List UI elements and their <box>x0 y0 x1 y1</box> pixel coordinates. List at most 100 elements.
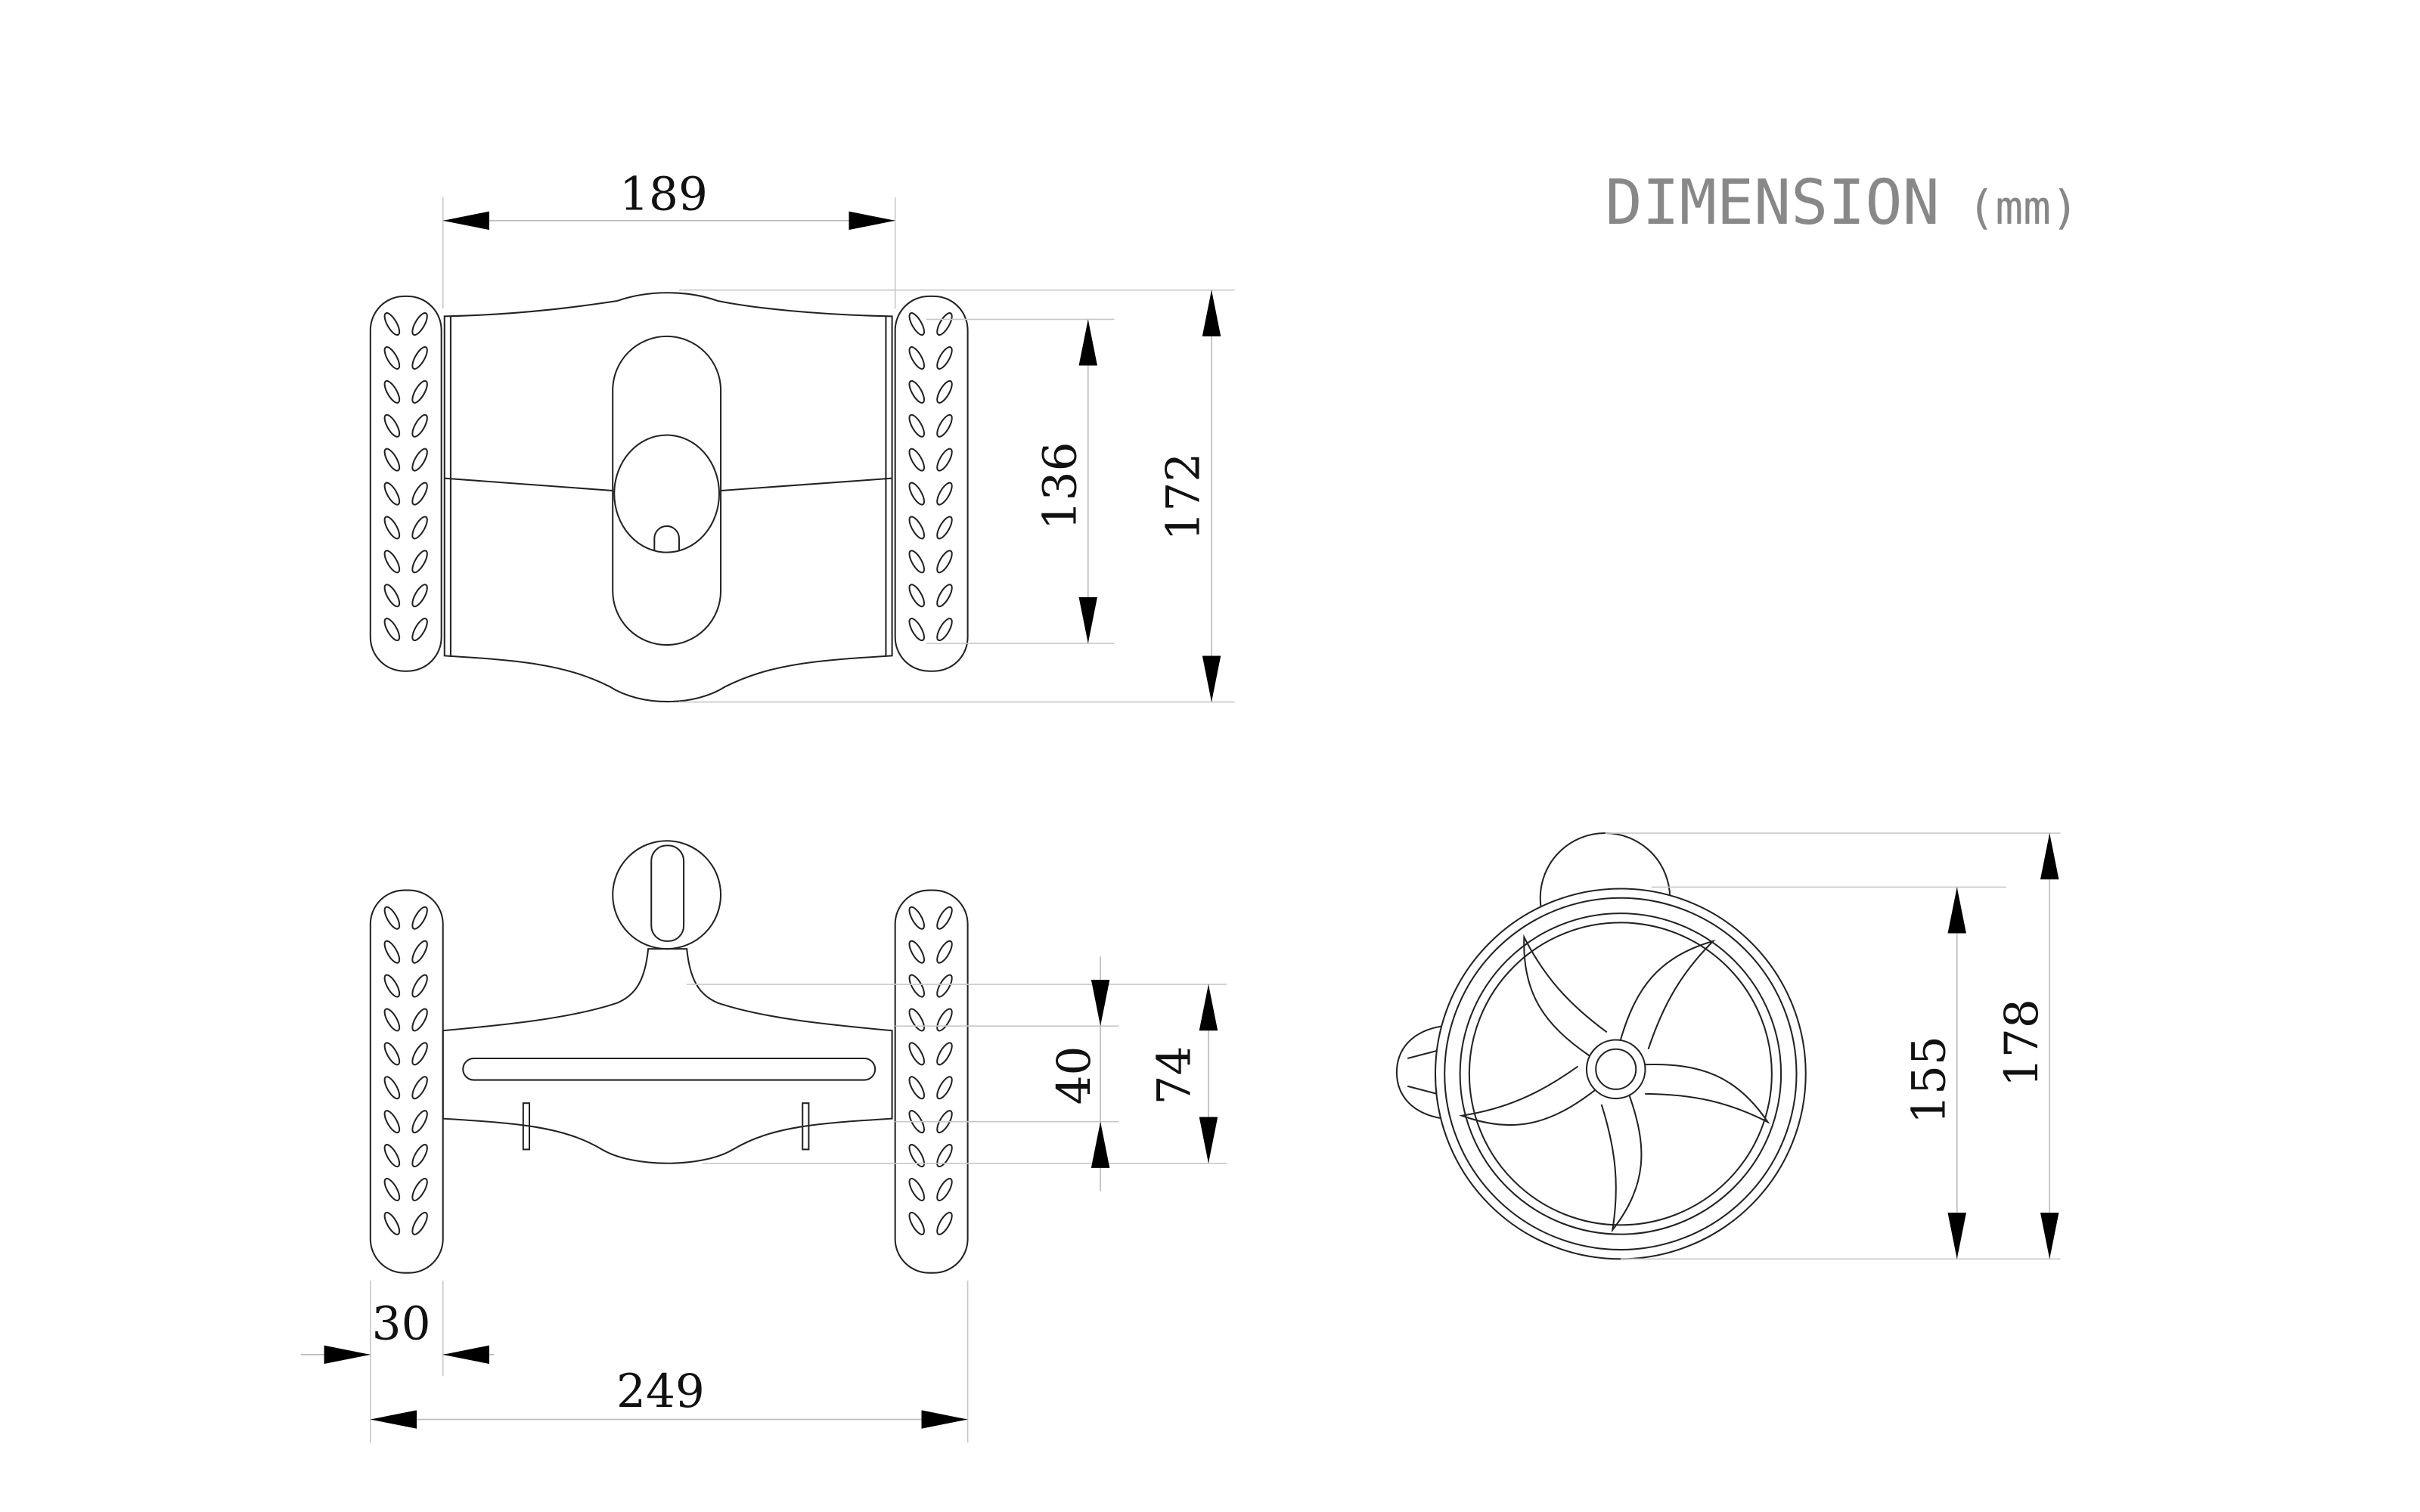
tread-mark <box>383 414 401 438</box>
tread-mark <box>908 1076 925 1100</box>
tread-mark <box>908 940 925 964</box>
tread-mark <box>383 345 401 370</box>
tread-mark <box>411 414 428 438</box>
top-notch <box>653 525 680 551</box>
spoke <box>1600 1095 1643 1233</box>
tread-mark <box>383 1211 401 1235</box>
tread-mark <box>383 906 401 930</box>
left-wheel <box>369 889 444 1274</box>
tread-mark <box>936 482 953 506</box>
tread-mark <box>908 448 925 472</box>
tread-mark <box>383 1042 401 1066</box>
tread-mark <box>908 1211 925 1235</box>
tread-mark <box>383 448 401 472</box>
tread-mark <box>383 550 401 574</box>
spoke <box>1523 934 1608 1057</box>
tread-mark <box>936 1144 953 1168</box>
tread-mark <box>908 584 925 608</box>
tread-mark <box>411 940 428 964</box>
tread-mark <box>908 1042 925 1066</box>
tread-mark <box>383 940 401 964</box>
tread-mark <box>383 516 401 540</box>
tread-mark <box>936 1177 953 1201</box>
side-view: 155 178 <box>1395 832 2061 1260</box>
tread-mark <box>383 312 401 336</box>
tread-mark <box>936 618 953 642</box>
tread-mark <box>908 618 925 642</box>
peg <box>802 1102 810 1151</box>
wheel-spokes <box>1459 934 1770 1233</box>
spoke <box>1459 1065 1596 1126</box>
hub <box>1585 1039 1646 1100</box>
tread-mark <box>936 940 953 964</box>
tread-mark <box>411 550 428 574</box>
tread-mark <box>936 1076 953 1100</box>
tread-mark <box>936 974 953 998</box>
top-slot <box>612 335 722 646</box>
wheel-outer <box>1434 888 1807 1260</box>
tire-tread <box>383 312 953 642</box>
tread-mark <box>411 974 428 998</box>
tread-mark <box>383 482 401 506</box>
tread-mark <box>908 482 925 506</box>
tread-mark <box>936 312 953 336</box>
tread-mark <box>908 1008 925 1032</box>
dim-total-width: 249 <box>616 1365 705 1418</box>
top-dome <box>613 434 721 553</box>
left-wheel <box>369 295 442 672</box>
dim-top-inner-height: 136 <box>1033 442 1087 530</box>
tread-mark <box>936 345 953 370</box>
title: DIMENSION(mm) <box>1605 167 2078 239</box>
tread-mark <box>908 380 925 404</box>
tread-mark <box>411 1211 428 1235</box>
tread-mark <box>383 1008 401 1032</box>
tread-mark <box>908 1144 925 1168</box>
dim-side-total-height: 178 <box>1995 999 2049 1087</box>
tread-mark <box>908 550 925 574</box>
body-outline <box>442 948 893 1164</box>
tread-mark <box>411 312 428 336</box>
dim-side-wheel-diameter: 155 <box>1902 1036 1956 1124</box>
tread-mark <box>908 974 925 998</box>
tread-mark <box>936 414 953 438</box>
tread-mark <box>908 1177 925 1201</box>
tread-mark <box>383 1076 401 1100</box>
tread-mark <box>411 448 428 472</box>
tread-mark <box>411 380 428 404</box>
tread-mark <box>411 482 428 506</box>
tread-mark <box>908 345 925 370</box>
tread-mark <box>908 312 925 336</box>
tread-mark <box>936 550 953 574</box>
tread-mark <box>383 974 401 998</box>
front-view: 40 74 30 249 <box>300 840 1227 1443</box>
tread-mark <box>411 906 428 930</box>
head <box>612 840 722 950</box>
tread-mark <box>411 1076 428 1100</box>
tread-mark <box>936 380 953 404</box>
dim-front-total-height: 74 <box>1147 1046 1201 1105</box>
tread-mark <box>936 516 953 540</box>
tread-mark <box>908 516 925 540</box>
body-slot <box>462 1057 876 1081</box>
tread-mark <box>936 1211 953 1235</box>
tread-mark <box>411 618 428 642</box>
head-slot <box>650 844 685 942</box>
tread-mark <box>411 1008 428 1032</box>
tread-mark <box>936 448 953 472</box>
tread-mark <box>383 1144 401 1168</box>
peg <box>522 1102 531 1151</box>
tread-mark <box>908 906 925 930</box>
dim-wheel-width: 30 <box>372 1297 431 1350</box>
tread-mark <box>411 516 428 540</box>
right-wheel <box>894 889 969 1274</box>
tread-mark <box>383 618 401 642</box>
tread-mark <box>908 414 925 438</box>
dim-top-total-height: 172 <box>1157 453 1211 541</box>
tread-mark <box>383 584 401 608</box>
dim-front-body-height: 40 <box>1047 1046 1101 1105</box>
side-bump <box>1395 1025 1444 1120</box>
spoke <box>1619 939 1716 1050</box>
tread-mark <box>383 1177 401 1201</box>
tread-mark <box>936 1110 953 1134</box>
